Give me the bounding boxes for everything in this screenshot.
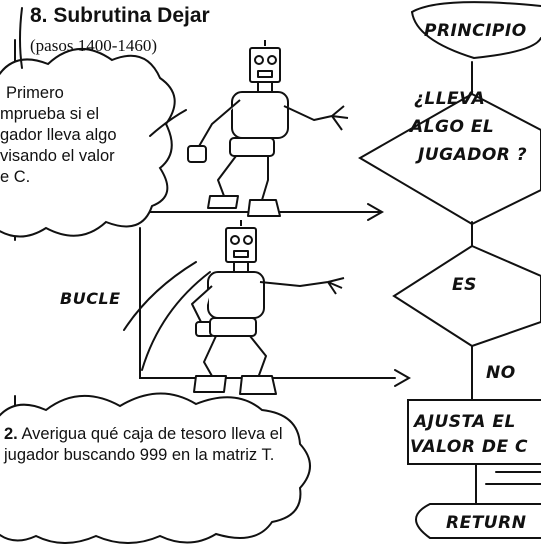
page-edge-line: [19, 7, 23, 69]
process-line-1: AJUSTA EL: [412, 412, 516, 432]
thought-cloud-2: [0, 392, 311, 544]
note-line: visando el valor: [0, 147, 115, 165]
process-box: [407, 399, 541, 465]
step-text: Averigua qué caja de tesoro lleva el jug…: [4, 425, 283, 464]
start-terminal-shape: [411, 11, 541, 60]
start-terminal-shape-top: [411, 1, 541, 13]
decision-shape-carries: [358, 92, 541, 226]
decision-1-line-3: JUGADOR ?: [415, 145, 527, 165]
decision-1-line-2: ALGO EL: [408, 117, 494, 137]
end-label: RETURN: [446, 513, 526, 533]
decision-1-line-1: ¿LLEVA: [414, 89, 485, 109]
process-line-2: VALOR DE C: [410, 437, 528, 457]
motion-line: [141, 271, 211, 371]
note-second-step: 2. Averigua qué caja de tesoro lleva el …: [4, 424, 304, 466]
decision-2-label: ES: [452, 275, 477, 295]
note-line: e C.: [0, 168, 31, 186]
note-line: gador lleva algo: [0, 126, 117, 144]
note-line: Primero: [6, 84, 64, 102]
step-number: 2.: [4, 425, 18, 443]
start-label: PRINCIPIO: [424, 21, 527, 41]
loop-label: BUCLE: [60, 289, 121, 308]
arrow-head-icon: [394, 369, 412, 387]
thought-cloud-1: [0, 47, 176, 238]
robot-figure-1: [187, 40, 349, 217]
return-terminal-shape: [415, 503, 541, 539]
motion-line: [149, 109, 187, 137]
no-label: NO: [486, 363, 516, 383]
loop-back-line: [139, 227, 396, 379]
robot-figure-2: [191, 220, 345, 395]
arrow-head-icon: [367, 203, 385, 221]
note-first-step: Primero mprueba si el gador lleva algo v…: [0, 83, 170, 188]
motion-line: [123, 261, 197, 331]
decision-shape-es: [392, 244, 541, 348]
section-title: 8. Subrutina Dejar: [30, 4, 210, 27]
section-subtitle: (pasos 1400-1460): [30, 36, 158, 55]
note-line: mprueba si el: [0, 105, 100, 123]
